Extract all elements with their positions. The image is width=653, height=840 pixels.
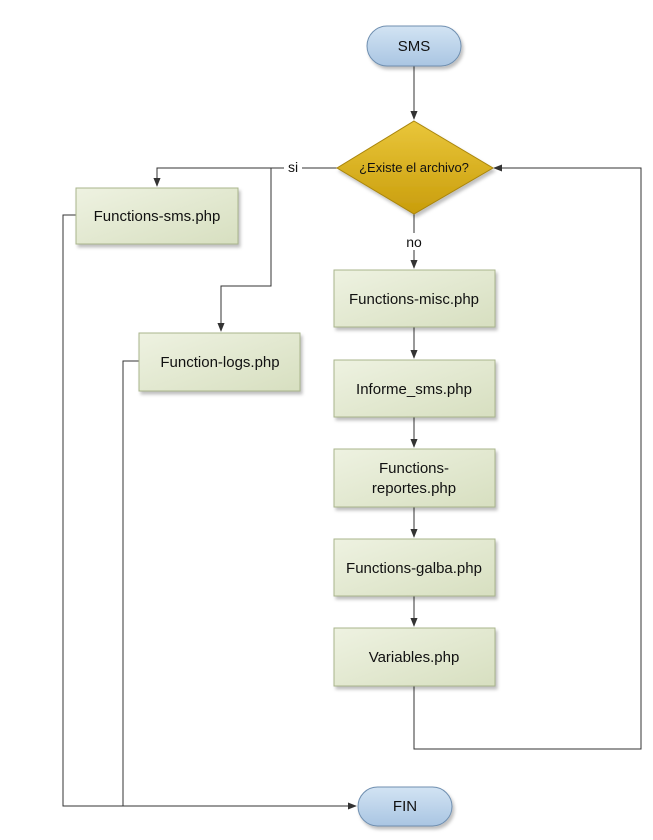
functions-misc-label: Functions-misc.php (349, 291, 479, 308)
process-functions-sms: Functions-sms.php (75, 187, 239, 245)
edge-label-no: no (406, 234, 422, 250)
functions-reportes-label-line1: Functions- (379, 460, 449, 477)
edge-function-logs-to-fin (122, 360, 139, 806)
edges (62, 66, 642, 810)
process-function-logs: Function-logs.php (138, 332, 301, 392)
informe-sms-label: Informe_sms.php (356, 381, 472, 398)
start-terminal: SMS (366, 25, 462, 67)
functions-galba-label: Functions-galba.php (346, 560, 482, 577)
end-label: FIN (393, 798, 417, 815)
process-functions-reportes: Functions- reportes.php (333, 448, 496, 508)
edge-variables-loop-to-decision (413, 164, 642, 750)
process-informe-sms: Informe_sms.php (333, 359, 496, 418)
process-functions-galba: Functions-galba.php (333, 538, 496, 597)
edge-functions-sms-to-fin (62, 214, 357, 810)
function-logs-label: Function-logs.php (160, 354, 279, 371)
variables-label: Variables.php (369, 649, 460, 666)
decision-diamond: ¿Existe el archivo? (336, 120, 494, 215)
process-variables: Variables.php (333, 627, 496, 687)
edge-yes-branch-to-function-logs (217, 168, 272, 332)
edge-label-yes: si (288, 159, 298, 175)
start-label: SMS (398, 38, 431, 55)
process-functions-misc: Functions-misc.php (333, 269, 496, 328)
functions-reportes-label-line2: reportes.php (372, 480, 456, 497)
end-terminal: FIN (357, 786, 453, 827)
functions-sms-label: Functions-sms.php (94, 208, 221, 225)
edge-decision-yes-to-functions-sms (153, 167, 338, 187)
decision-label: ¿Existe el archivo? (359, 160, 469, 175)
